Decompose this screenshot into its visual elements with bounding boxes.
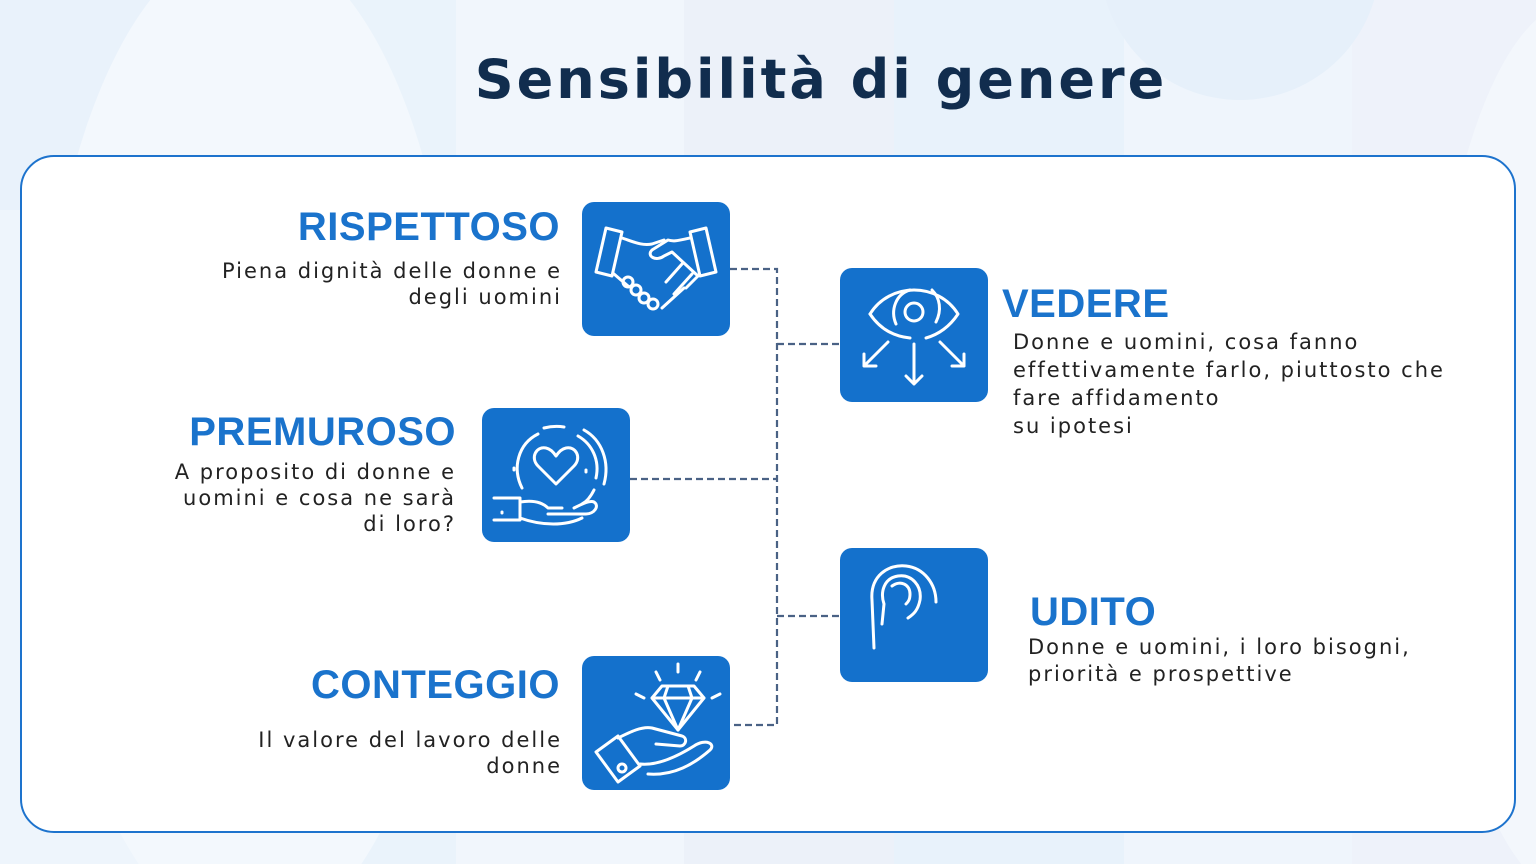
description-conteggio: Il valore del lavoro delle donne	[258, 728, 562, 778]
ear-icon	[870, 564, 938, 650]
diamond-in-hand-icon	[594, 662, 722, 784]
description-vedere: Donne e uomini, cosa fanno effettivament…	[1013, 330, 1445, 438]
description-premuroso: A proposito di donne e uomini e cosa ne …	[174, 460, 456, 536]
heading-rispettoso: RISPETTOSO	[297, 205, 560, 249]
eye-arrows-icon	[862, 288, 966, 386]
premuroso-icon-box	[482, 408, 630, 542]
vedere-icon-box	[840, 268, 988, 402]
page-title: Sensibilità di genere	[474, 48, 1168, 111]
rispettoso-icon-box	[582, 202, 730, 336]
description-udito: Donne e uomini, i loro bisogni, priorità…	[1028, 635, 1411, 686]
udito-icon-box	[840, 548, 988, 682]
description-rispettoso: Piena dignità delle donne e degli uomini	[221, 259, 562, 309]
heart-in-hand-icon	[492, 424, 608, 526]
heading-vedere: VEDERE	[1002, 282, 1170, 326]
handshake-icon	[594, 226, 718, 311]
conteggio-icon-box	[582, 656, 730, 790]
heading-conteggio: CONTEGGIO	[311, 663, 560, 707]
heading-udito: UDITO	[1030, 590, 1157, 634]
heading-premuroso: PREMUROSO	[189, 410, 456, 454]
